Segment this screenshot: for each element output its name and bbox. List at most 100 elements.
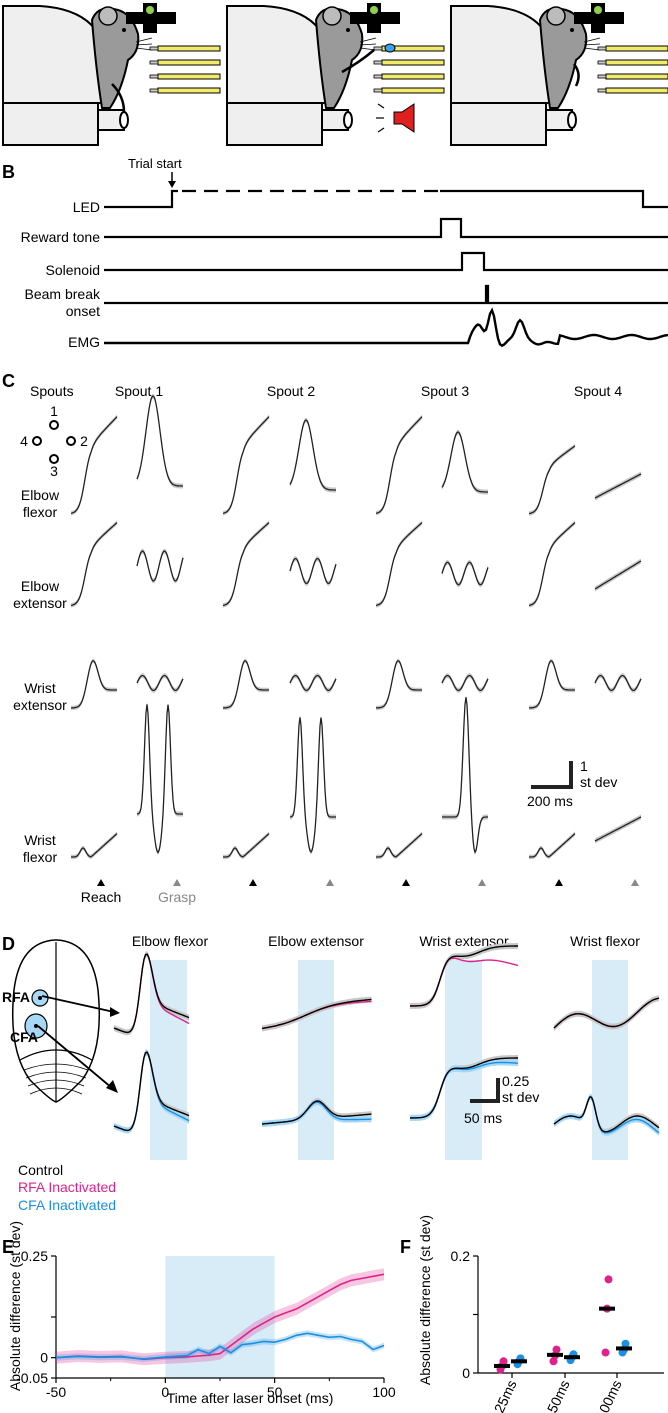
control-trace-bottom-4 [553, 1096, 660, 1133]
spout-1 [605, 45, 668, 52]
mouse-ear [546, 6, 566, 26]
column-title-spout-2: Spout 2 [267, 383, 315, 399]
spout-marker-1 [49, 420, 59, 430]
reach-marker-1 [97, 879, 105, 886]
trace-band-grasp-r1-c1 [137, 393, 183, 489]
f-y-tick-label: 0.2 [451, 1248, 471, 1264]
trace-band-grasp-r1-c2 [290, 417, 336, 493]
control-trace-top-1 [113, 953, 190, 1034]
column-title-elbow-extensor: Elbow extensor [268, 933, 364, 949]
f-y-tick-label: 0 [462, 1365, 470, 1381]
behavior-scene-3 [450, 3, 668, 146]
trace-band-grasp-r3-c3 [442, 673, 488, 693]
d-scale-x-label: 50 ms [464, 1110, 502, 1126]
whisker [583, 43, 601, 46]
scale-y-value: 1 [580, 758, 588, 774]
column-title-elbow-flexor: Elbow flexor [132, 933, 209, 949]
f-point-s1-c3 [604, 1275, 613, 1284]
row-label-beam-break: Beam break [25, 286, 101, 302]
mouse-ear [322, 6, 342, 26]
laser-window-2 [298, 960, 334, 1160]
trace-grasp-r1-c3 [441, 431, 488, 493]
f-ylabel: Absolute difference (st dev) [417, 1215, 433, 1385]
f-point-s2-c3 [621, 1339, 630, 1348]
row-label-elbow-flexor-2: flexor [23, 504, 58, 520]
panel-d-traces [113, 943, 660, 1160]
row-label-elbow-extensor-1: Elbow [21, 578, 60, 594]
trace-grasp-r1-c4 [594, 473, 642, 499]
panel-c-scale-bar: 1 st dev 200 ms [527, 758, 617, 809]
control-band-top-4 [554, 995, 659, 1031]
control-trace-bottom-2 [261, 1100, 372, 1125]
spout-2 [605, 59, 668, 66]
spout-3 [381, 73, 445, 80]
cerebellum-fold [29, 1087, 83, 1095]
spout-tip-2 [597, 60, 607, 65]
scale-y-unit: st dev [580, 774, 617, 790]
cerebellum-fold [27, 1079, 85, 1087]
row-label-elbow-flexor-1: Elbow [21, 487, 60, 503]
cfa-band-1 [114, 1049, 189, 1134]
trace-grasp-r3-c4 [594, 674, 642, 692]
grasp-marker-2 [326, 879, 334, 886]
row-label-reward-tone: Reward tone [21, 229, 101, 245]
trace-band-reach-r2-c2 [223, 520, 269, 608]
spout-number-2: 2 [80, 433, 88, 449]
e-x-tick-label: 0 [161, 1384, 169, 1400]
panel-e-letter: E [2, 1237, 14, 1257]
trace-band-reach-r1-c1 [71, 414, 117, 516]
trace-reach-r3-c4 [529, 659, 575, 709]
trace-band-reach-r2-c3 [376, 520, 422, 608]
e-ylabel: Absolute difference (st dev) [7, 1221, 23, 1391]
whisker [583, 37, 601, 43]
f-x-tick-label: 0-100ms [587, 1378, 625, 1413]
led-light [370, 6, 378, 14]
trace-reach-r1-c2 [222, 416, 270, 514]
f-point-s1-c3 [601, 1348, 610, 1357]
behavior-scene-2 [226, 3, 445, 146]
trace-band-reach-r3-c1 [71, 658, 117, 711]
spout-1 [157, 45, 221, 52]
spout-tip-3 [373, 74, 383, 79]
sound-wave [377, 103, 385, 109]
spout-number-1: 1 [50, 403, 58, 419]
whisker [135, 47, 153, 51]
timing-traces [104, 189, 668, 348]
mouse-body [538, 7, 588, 109]
panel-b-letter: B [2, 162, 15, 182]
spout-tip-1 [149, 46, 159, 51]
panel-a-illustration [2, 3, 668, 146]
led-trace [104, 189, 178, 209]
panel-d-scale-bar: 0.25 st dev 50 ms [464, 1073, 539, 1126]
trace-band-grasp-r1-c3 [442, 429, 488, 495]
sound-wave [377, 127, 385, 133]
trace-reach-r4-c4 [529, 833, 576, 858]
column-title-wrist-flexor: Wrist flexor [570, 933, 640, 949]
cfa-center [34, 1024, 38, 1028]
legend-control: Control [18, 1162, 63, 1178]
trace-reach-r2-c4 [528, 522, 576, 607]
whisker [135, 43, 153, 46]
row-label-wrist-extensor-1: Wrist [24, 680, 56, 696]
spout-4 [157, 87, 221, 94]
reach-marker-3 [402, 879, 410, 886]
spout-tip-1 [597, 46, 607, 51]
spout-tip-3 [149, 74, 159, 79]
rfa-arrow-line [41, 995, 115, 1013]
column-title-wrist-extensor: Wrist extensor [419, 933, 509, 949]
trace-band-grasp-r3-c1 [137, 673, 183, 693]
grasp-marker-3 [478, 879, 486, 886]
scale-x-label: 200 ms [527, 793, 573, 809]
trace-band-reach-r1-c2 [223, 414, 269, 516]
brain-diagram [11, 939, 120, 1103]
led-light [146, 6, 154, 14]
trace-grasp-r1-c2 [289, 419, 336, 491]
platform [226, 102, 323, 146]
cerebellum-border [19, 1049, 93, 1061]
trace-band-reach-r3-c2 [223, 658, 269, 711]
trace-reach-r1-c1 [70, 416, 118, 514]
panel-f-letter: F [400, 1237, 411, 1257]
laser-window-3 [445, 960, 482, 1160]
control-band-top-2 [262, 996, 372, 1032]
mouse-eye [122, 28, 126, 32]
